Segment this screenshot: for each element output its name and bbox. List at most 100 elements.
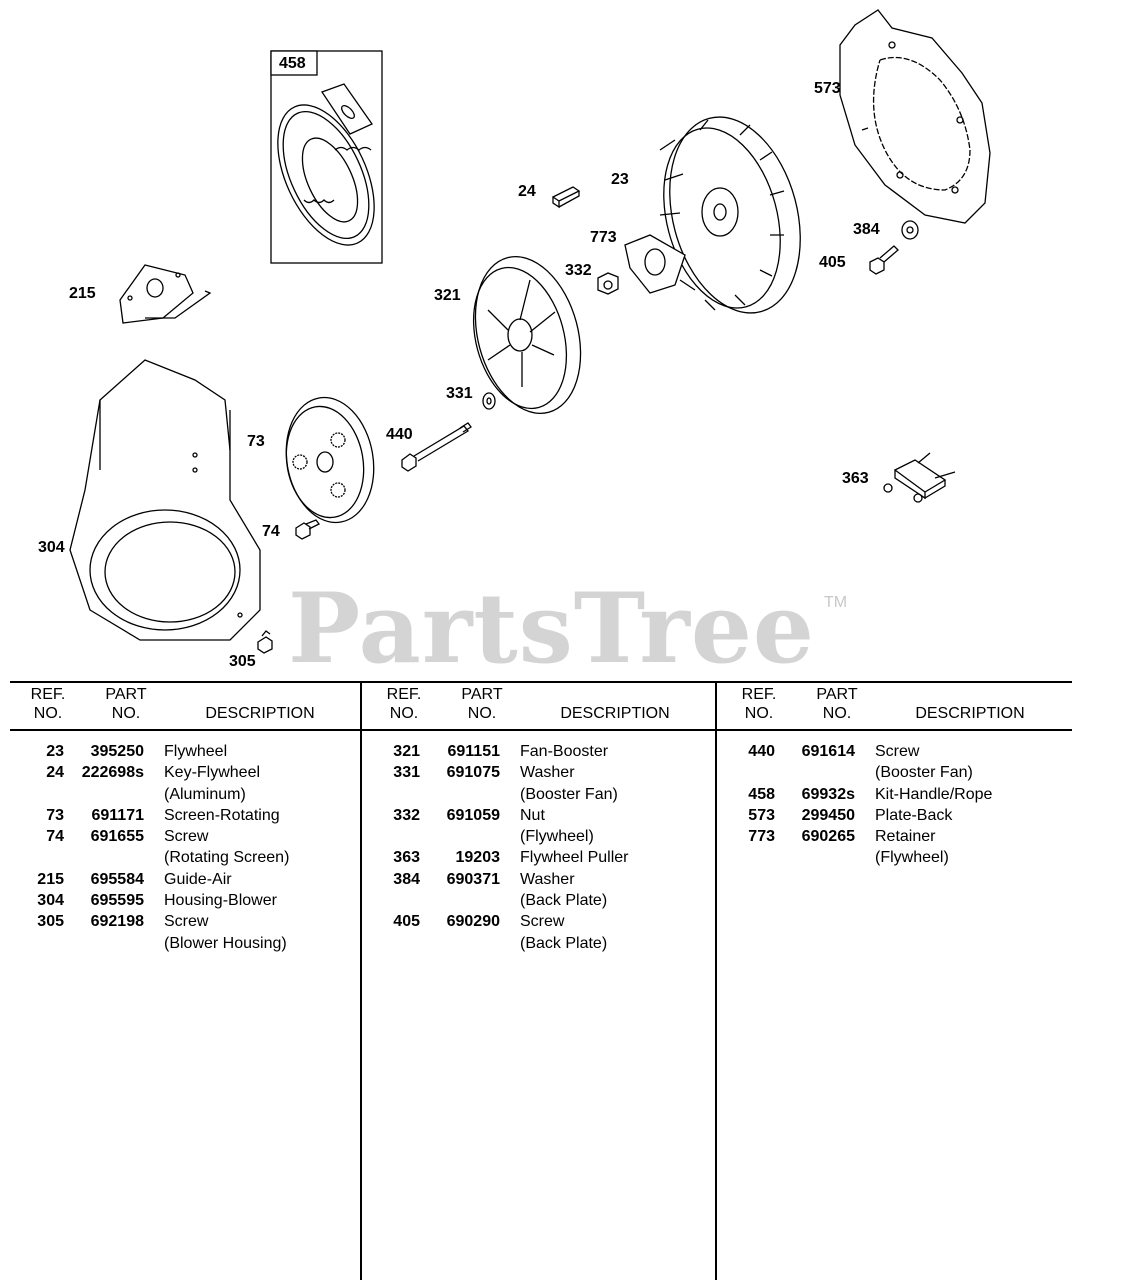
callout-24: 24 [518, 183, 536, 200]
table-row: 332 691059 Nut [364, 805, 714, 826]
table-row: 458 69932s Kit-Handle/Rope [727, 784, 1077, 805]
ref-number: 458 [748, 785, 775, 803]
callout-405: 405 [819, 254, 846, 271]
part-description: (Aluminum) [164, 785, 246, 803]
column-divider [715, 682, 717, 1280]
part-number: 691655 [90, 828, 144, 846]
ref-number: 305 [37, 913, 64, 931]
table-row: 331 691075 Washer [364, 762, 714, 783]
table-row: (Booster Fan) [364, 784, 714, 805]
table-row: (Flywheel) [727, 847, 1077, 868]
part-773-retainer [624, 234, 686, 294]
ref-number: 74 [46, 828, 64, 846]
ref-number: 331 [393, 764, 420, 782]
callout-573: 573 [814, 80, 841, 97]
header-description: DESCRIPTION [560, 705, 670, 722]
part-description: (Back Plate) [520, 892, 608, 910]
part-description: Nut [520, 806, 545, 824]
part-332-nut [597, 272, 619, 295]
table-row: (Flywheel) [364, 826, 714, 847]
ref-number: 405 [393, 913, 420, 931]
ref-number: 215 [37, 870, 64, 888]
table-row: 215 695584 Guide-Air [0, 869, 350, 890]
header-ref: REF.NO. [30, 686, 66, 722]
callout-304: 304 [38, 539, 65, 556]
header-description: DESCRIPTION [205, 705, 315, 722]
part-description: Kit-Handle/Rope [875, 785, 993, 803]
part-description: (Booster Fan) [520, 785, 618, 803]
part-363-flywheel-puller [883, 452, 956, 503]
part-description: Screw [520, 913, 565, 931]
callout-74: 74 [262, 523, 280, 540]
table-row: (Back Plate) [364, 890, 714, 911]
ref-number: 573 [748, 806, 775, 824]
part-23-flywheel [659, 116, 801, 314]
part-description: Screw [164, 913, 209, 931]
column-divider [360, 682, 362, 1280]
callout-321: 321 [434, 287, 461, 304]
ref-number: 321 [393, 743, 420, 760]
part-number: 222698s [81, 764, 144, 782]
part-321-booster-fan [472, 255, 582, 415]
table-row: (Blower Housing) [0, 933, 350, 954]
ref-number: 24 [46, 764, 64, 782]
part-73-rotating-screen [285, 396, 375, 524]
callout-773: 773 [590, 229, 617, 246]
part-description: (Back Plate) [520, 934, 608, 952]
part-description: (Blower Housing) [164, 934, 287, 952]
table-header-rule [10, 729, 1072, 731]
table-top-rule [10, 681, 1072, 683]
part-number: 690371 [446, 870, 500, 888]
part-number: 695584 [90, 870, 144, 888]
parts-tree-watermark: PartsTree [288, 572, 815, 685]
callout-331: 331 [446, 385, 473, 402]
table-row: (Booster Fan) [727, 762, 1077, 783]
table-row: (Back Plate) [364, 933, 714, 954]
part-number: 692198 [90, 913, 144, 931]
part-215-air-guide [119, 264, 212, 324]
part-description: (Rotating Screen) [164, 849, 290, 867]
ref-number: 73 [46, 806, 64, 824]
part-24-flywheel-key [551, 186, 581, 209]
part-description: Flywheel [164, 743, 228, 760]
ref-number: 363 [393, 849, 420, 867]
part-number: 691075 [446, 764, 500, 782]
part-description: Washer [520, 764, 575, 782]
exploded-parts-diagram [69, 9, 991, 654]
part-number: 691059 [446, 806, 500, 824]
part-number: 299450 [801, 806, 855, 824]
callout-23: 23 [611, 171, 629, 188]
part-number: 69932s [801, 785, 855, 803]
table-row: (Rotating Screen) [0, 847, 350, 868]
part-number: 690265 [801, 828, 855, 846]
part-331-washer [482, 392, 496, 410]
part-description: Guide-Air [164, 870, 232, 888]
ref-number: 332 [393, 806, 420, 824]
part-number: 690290 [446, 913, 500, 931]
part-description: (Booster Fan) [875, 764, 973, 782]
part-description: Washer [520, 870, 575, 888]
part-description: Housing-Blower [164, 892, 277, 910]
ref-number: 23 [46, 743, 64, 760]
header-ref: REF.NO. [741, 686, 777, 722]
